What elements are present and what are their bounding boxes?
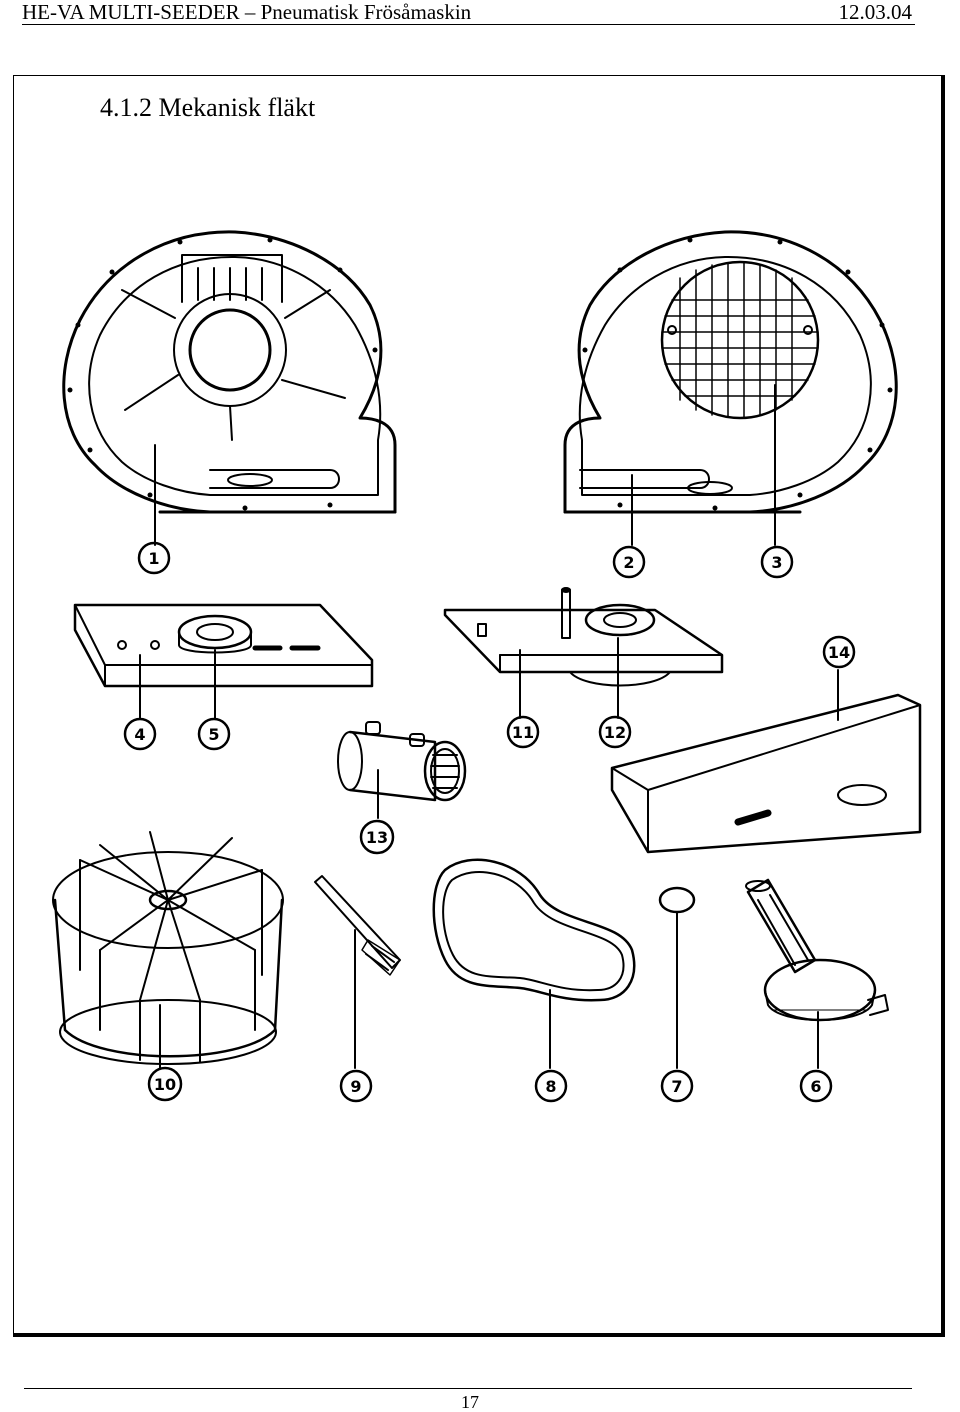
callout-5-label: 5 [208,725,219,744]
callout-3 [760,545,794,579]
coupling-sleeve [337,721,467,819]
bearing-bracket-right [443,587,724,719]
shaft-key [314,875,401,1069]
callout-13 [359,819,395,855]
callout-12 [598,715,632,749]
bearing-bracket-left [73,603,374,719]
pulley-shaft [745,878,889,1069]
callout-2 [612,545,646,579]
callout-13-label: 13 [366,828,388,847]
callout-14 [822,635,856,669]
callout-8-label: 8 [545,1077,556,1096]
callout-14-label: 14 [828,643,850,662]
callout-9 [339,1069,373,1103]
callout-11-label: 11 [512,723,534,742]
callout-10-label: 10 [154,1075,176,1094]
callout-6 [799,1069,833,1103]
callout-7-label: 7 [671,1077,682,1096]
drawing-frame [13,75,945,1337]
callout-6-label: 6 [810,1077,821,1096]
header-rule [22,24,915,25]
page-header: HE-VA MULTI-SEEDER – Pneumatisk Frösåmas… [0,0,960,26]
impeller [52,831,284,1069]
callout-3-label: 3 [771,553,782,572]
wedge-block [610,669,922,854]
callout-12-label: 12 [604,723,626,742]
page-number: 17 [461,1392,479,1412]
callout-8 [534,1069,568,1103]
callout-1-label: 1 [148,549,159,568]
callout-5 [197,717,231,751]
callout-markers [123,541,856,1103]
callout-4 [123,717,157,751]
footer-rule [24,1388,912,1389]
callout-2-label: 2 [623,553,634,572]
callout-9-label: 9 [350,1077,361,1096]
section-title: 4.1.2 Mekanisk fläkt [100,93,316,122]
callout-11 [506,715,540,749]
callout-1 [137,541,171,575]
document-date: 12.03.04 [838,0,913,24]
callout-4-label: 4 [134,725,145,744]
fan-housing-rear [62,230,397,546]
callout-7 [660,1069,694,1103]
document-title: HE-VA MULTI-SEEDER – Pneumatisk Frösåmas… [22,0,472,24]
v-belt [432,858,636,1069]
ring [658,886,696,1069]
callout-10 [147,1066,183,1102]
fan-housing-front [563,230,898,546]
